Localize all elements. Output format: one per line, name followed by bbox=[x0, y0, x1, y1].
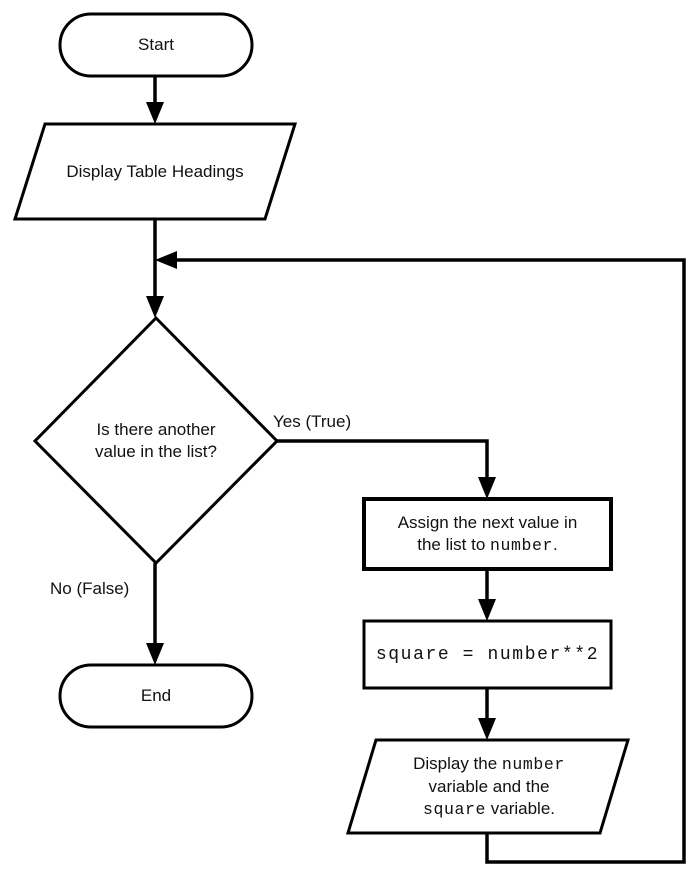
edge-label-no-false: No (False) bbox=[50, 579, 130, 598]
edge-square-to-display-values bbox=[478, 688, 496, 740]
node-start-shape[interactable] bbox=[58, 12, 254, 78]
edge-decision-yes-to-assign bbox=[277, 439, 496, 499]
edge-label-yes-true: Yes (True) bbox=[273, 412, 352, 431]
node-square-shape[interactable] bbox=[362, 619, 613, 690]
edge-display-values-loop-back bbox=[155, 251, 686, 864]
node-assign-shape[interactable] bbox=[362, 497, 613, 571]
node-decision-shape[interactable] bbox=[32, 315, 280, 566]
edge-display-headings-to-decision bbox=[146, 219, 164, 318]
node-display-values-shape[interactable] bbox=[345, 738, 631, 835]
edge-decision-no-to-end bbox=[146, 563, 164, 665]
edge-assign-to-square bbox=[478, 569, 496, 621]
node-display-headings-shape[interactable] bbox=[12, 122, 298, 221]
edge-start-to-display-headings bbox=[146, 76, 164, 124]
node-end-shape[interactable] bbox=[58, 663, 254, 729]
